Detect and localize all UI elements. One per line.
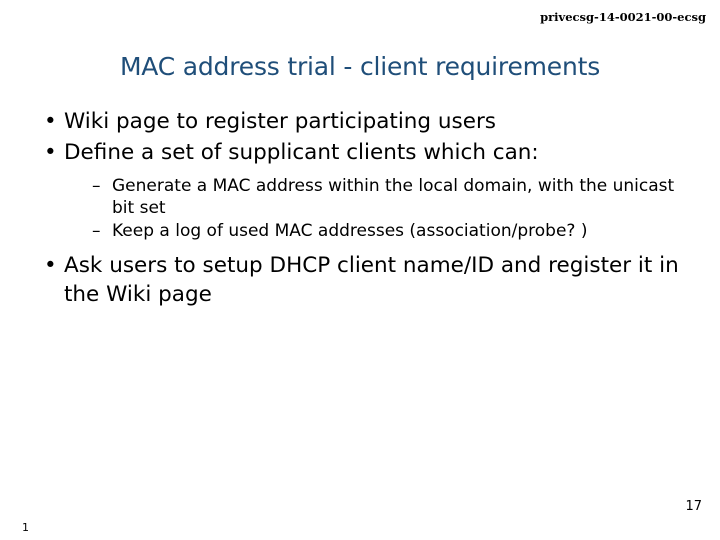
sub-list-item-label: Keep a log of used MAC addresses (associ… <box>112 221 588 242</box>
page-title: MAC address trial - client requirements <box>119 52 601 81</box>
footer-left-label: 1 <box>22 521 29 534</box>
list-item-label: Ask users to setup DHCP client name/ID a… <box>64 253 679 308</box>
list-item-label: Wiki page to register participating user… <box>64 109 497 134</box>
bullet-marker-icon: • <box>44 139 57 165</box>
document-header-label: privecsg-14-0021-00-ecsg <box>540 10 706 24</box>
list-item: • Wiki page to register participating us… <box>36 108 696 137</box>
dash-marker-icon: – <box>92 176 101 197</box>
dash-marker-icon: – <box>92 221 101 242</box>
slide-body: • Wiki page to register participating us… <box>36 108 696 312</box>
bullet-list-level1: • Wiki page to register participating us… <box>36 108 696 310</box>
sub-list-item: – Keep a log of used MAC addresses (asso… <box>92 220 696 242</box>
list-item: • Define a set of supplicant clients whi… <box>36 139 696 243</box>
bullet-marker-icon: • <box>44 109 57 134</box>
list-item: • Ask users to setup DHCP client name/ID… <box>36 252 696 309</box>
page-number: 17 <box>685 499 702 514</box>
bullet-marker-icon: • <box>44 253 57 279</box>
bullet-list-level2: – Generate a MAC address within the loca… <box>64 175 696 242</box>
list-item-label: Define a set of supplicant clients which… <box>64 139 539 165</box>
sub-list-item: – Generate a MAC address within the loca… <box>92 175 696 219</box>
sub-list-item-label: Generate a MAC address within the local … <box>112 176 675 219</box>
